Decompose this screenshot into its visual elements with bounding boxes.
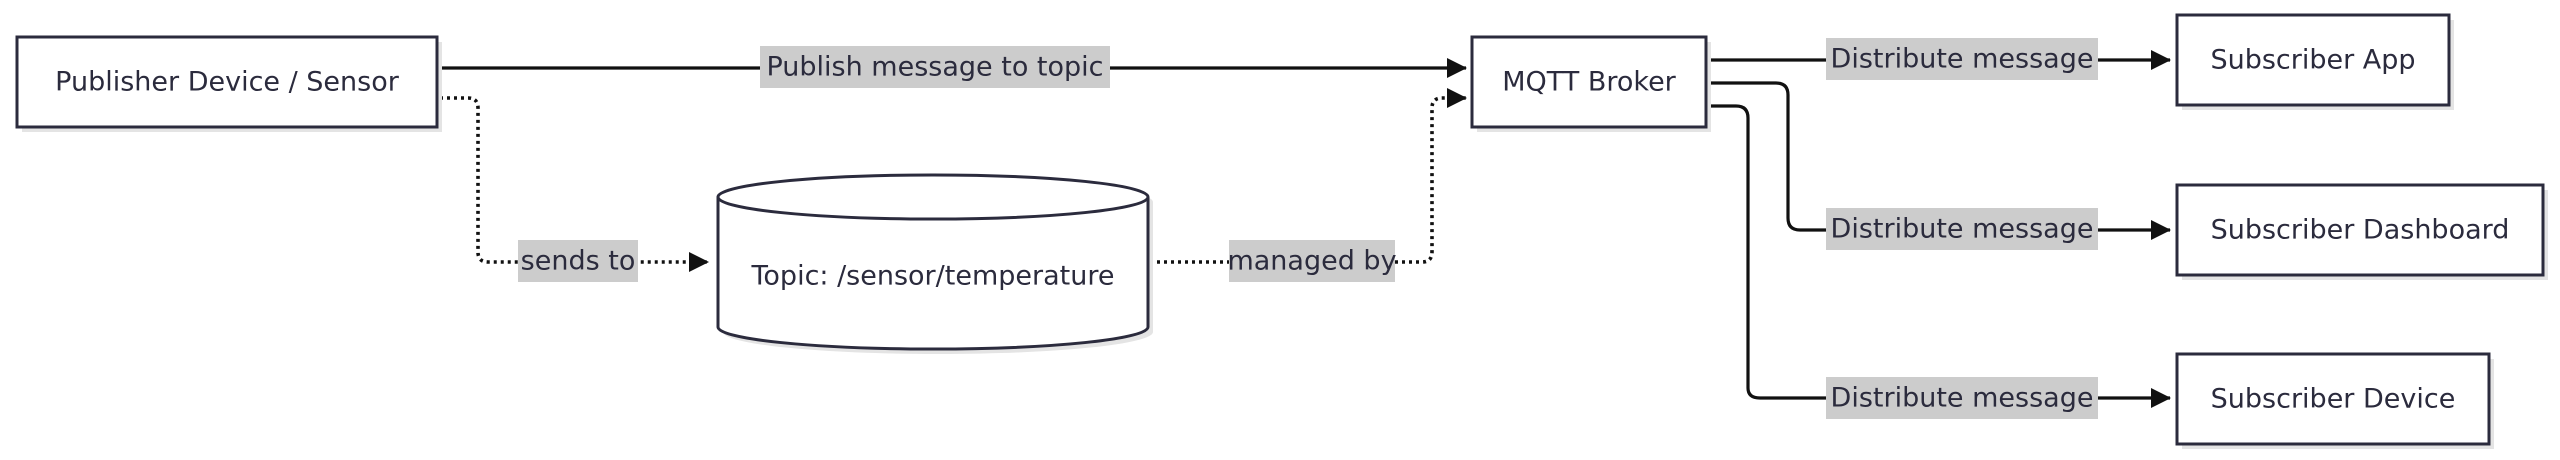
node-subscriber-dashboard-box [2175, 183, 2545, 277]
edge-label-publish: Publish message to topic [766, 52, 1103, 83]
edge-sends-to [440, 96, 709, 272]
node-topic: Topic: /sensor/temperature [716, 173, 1153, 354]
edge-managed-by [1150, 88, 1467, 264]
edge-label-bg-sends-to [518, 240, 638, 282]
edge-label-sends-to: sends to [521, 246, 636, 277]
edge-label-bg-publish [760, 46, 1110, 88]
node-broker: MQTT Broker [1470, 35, 1711, 132]
edge-label-managed-by: managed by [1227, 246, 1396, 277]
edge-label-bg-managed-by [1229, 240, 1395, 282]
edge-label-bg-distribute-device [1826, 377, 2098, 419]
node-topic-cylinder-top [716, 173, 1150, 221]
node-topic-label: Topic: /sensor/temperature [751, 261, 1115, 292]
node-publisher: Publisher Device / Sensor [15, 35, 442, 132]
node-subscriber-dashboard: Subscriber Dashboard [2175, 183, 2548, 280]
edge-label-distribute-app: Distribute message [1831, 44, 2094, 75]
node-subscriber-app: Subscriber App [2175, 13, 2454, 110]
node-subscriber-dashboard-label: Subscriber Dashboard [2211, 215, 2510, 246]
edge-label-bg-distribute-app [1826, 38, 2098, 80]
node-publisher-label: Publisher Device / Sensor [55, 67, 400, 98]
node-broker-box [1470, 35, 1708, 129]
node-topic-cylinder-body [716, 197, 1150, 351]
edge-labels: Publish message to topic sends to manage… [518, 38, 2098, 419]
node-subscriber-device-box [2175, 352, 2491, 446]
edge-label-bg-distribute-dashboard [1826, 208, 2098, 250]
node-subscriber-app-label: Subscriber App [2210, 45, 2415, 76]
node-subscriber-app-box [2175, 13, 2451, 107]
node-broker-label: MQTT Broker [1502, 67, 1676, 98]
node-subscriber-device: Subscriber Device [2175, 352, 2494, 449]
edge-distribute-dashboard [1707, 81, 2171, 240]
edge-label-distribute-device: Distribute message [1831, 383, 2094, 414]
node-publisher-box [15, 35, 439, 129]
edge-label-distribute-dashboard: Distribute message [1831, 214, 2094, 245]
edge-distribute-device [1707, 104, 2171, 408]
node-subscriber-device-label: Subscriber Device [2211, 384, 2456, 415]
